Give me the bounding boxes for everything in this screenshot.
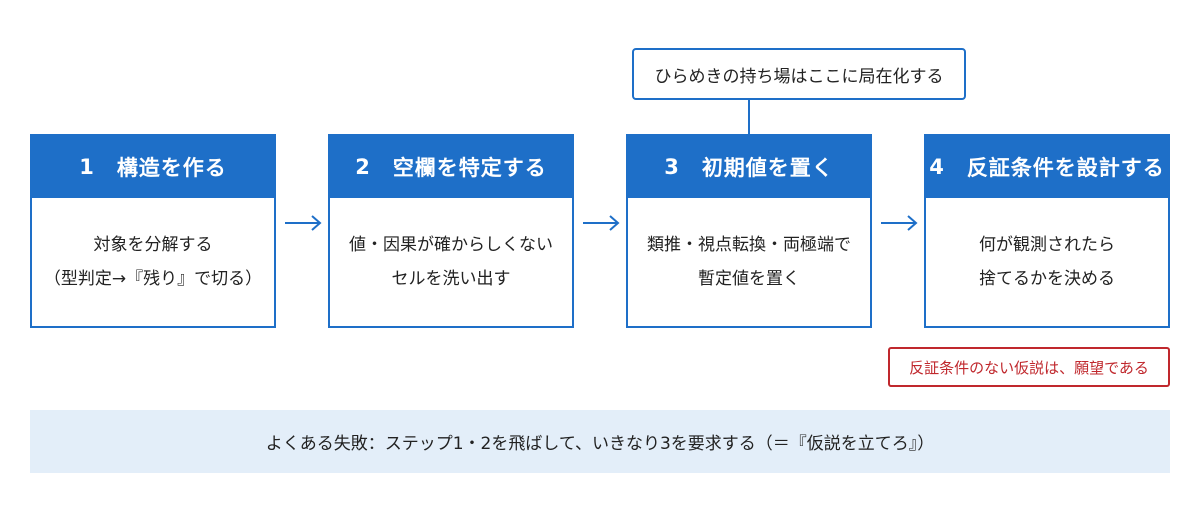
localization-callout-text: ひらめきの持ち場はここに局在化する [654, 66, 944, 87]
step-title-3: 初期値を置く [701, 156, 834, 180]
step-header-2: 2 空欄を特定する [330, 136, 572, 198]
step-desc-line: 類推・視点転換・両極端で [647, 235, 851, 255]
step-title-4: 反証条件を設計する [966, 156, 1165, 180]
step-body-1: 対象を分解する （型判定→『残り』で切る） [32, 198, 274, 326]
warning-callout: 反証条件のない仮説は、願望である [888, 347, 1170, 387]
step-number-2: 2 [355, 155, 371, 179]
step-desc-line: （型判定→『残り』で切る） [43, 269, 263, 289]
step-desc-line: セルを洗い出す [391, 269, 511, 289]
warning-callout-text: 反証条件のない仮説は、願望である [909, 358, 1149, 377]
callout-connector-line [748, 100, 750, 134]
step-box-4: 4 反証条件を設計する 何が観測されたら 捨てるかを決める [924, 134, 1170, 328]
step-header-1: 1 構造を作る [32, 136, 274, 198]
localization-callout: ひらめきの持ち場はここに局在化する [632, 48, 966, 100]
step-title-1: 構造を作る [116, 156, 227, 180]
right-arrow-icon [583, 215, 620, 231]
step-box-2: 2 空欄を特定する 値・因果が確からしくない セルを洗い出す [328, 134, 574, 328]
right-arrow-icon [881, 215, 918, 231]
step-body-3: 類推・視点転換・両極端で 暫定値を置く [628, 198, 870, 326]
step-desc-line: 捨てるかを決める [979, 269, 1115, 289]
step-title-2: 空欄を特定する [392, 156, 547, 180]
step-header-4: 4 反証条件を設計する [926, 136, 1168, 198]
step-header-3: 3 初期値を置く [628, 136, 870, 198]
step-desc-line: 何が観測されたら [979, 235, 1115, 255]
step-number-3: 3 [664, 155, 680, 179]
common-failure-note: よくある失敗：ステップ1・2を飛ばして、いきなり3を要求する（＝『仮説を立てろ』… [30, 410, 1170, 473]
step-body-2: 値・因果が確からしくない セルを洗い出す [330, 198, 572, 326]
step-number-1: 1 [79, 155, 95, 179]
right-arrow-icon [285, 215, 322, 231]
step-box-1: 1 構造を作る 対象を分解する （型判定→『残り』で切る） [30, 134, 276, 328]
step-number-4: 4 [929, 155, 945, 179]
step-desc-line: 暫定値を置く [698, 269, 800, 289]
common-failure-text: よくある失敗：ステップ1・2を飛ばして、いきなり3を要求する（＝『仮説を立てろ』… [265, 434, 935, 454]
step-desc-line: 値・因果が確からしくない [349, 235, 553, 255]
step-desc-line: 対象を分解する [93, 235, 213, 255]
step-body-4: 何が観測されたら 捨てるかを決める [926, 198, 1168, 326]
step-box-3: 3 初期値を置く 類推・視点転換・両極端で 暫定値を置く [626, 134, 872, 328]
